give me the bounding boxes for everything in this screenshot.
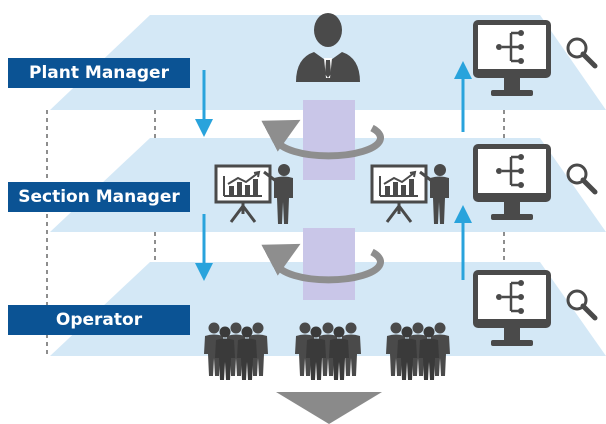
bottom-down-arrow-icon bbox=[276, 392, 382, 424]
worker-group-icon bbox=[386, 322, 450, 380]
dashed-guides bbox=[46, 110, 505, 355]
label-section-manager: Section Manager bbox=[8, 182, 190, 212]
label-plant-manager: Plant Manager bbox=[8, 58, 190, 88]
manager-person-icon bbox=[296, 13, 360, 82]
cylinder-upper bbox=[303, 100, 355, 180]
label-operator: Operator bbox=[8, 305, 190, 335]
circular-arrow-icon bbox=[261, 119, 384, 160]
worker-group-icon bbox=[295, 322, 361, 380]
worker-group-icon bbox=[204, 322, 268, 380]
cylinder-lower bbox=[303, 228, 355, 300]
circular-arrow-icon bbox=[261, 243, 384, 284]
